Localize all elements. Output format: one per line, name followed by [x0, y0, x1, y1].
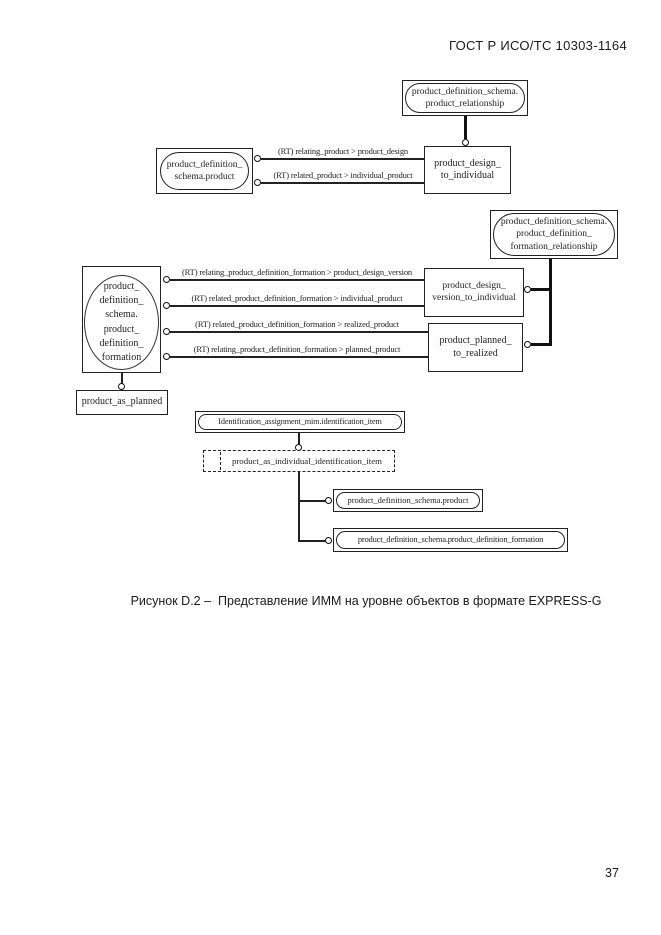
entity-formation-relationship-shape: product_definition_schema. product_defin…	[493, 213, 615, 256]
entity-pds-product-label: product_definition_ schema.product	[166, 159, 243, 182]
connector-formation-relationship-trunk	[549, 259, 552, 346]
connector-formation-to-planned	[531, 343, 552, 346]
figure-caption: Рисунок D.2 – Представление ИММ на уровн…	[130, 594, 602, 608]
entity-product-as-individual-identification-item-label: product_as_individual_identification_ite…	[231, 456, 382, 466]
entity-pds-formation-circle	[84, 275, 159, 370]
relation-label-relating-pdf-planned: (RT) relating_product_definition_formati…	[193, 344, 401, 354]
relation-label-related-product: (RT) related_product > individual_produc…	[273, 170, 413, 180]
connector-related-pdf-individual	[170, 305, 424, 307]
relation-label-relating-product: (RT) relating_product > product_design	[277, 146, 409, 156]
running-header: ГОСТ Р ИСО/ТС 10303-1164	[449, 38, 627, 53]
entity-identification-item-label: Identification_assignment_mim.identifica…	[218, 416, 382, 426]
circle-related-product	[254, 179, 261, 186]
connector-related-pdf-realized	[170, 331, 428, 333]
entity-pds-formation: product_ definition_ schema. product_ de…	[82, 266, 161, 373]
connector-select-trunk	[298, 472, 300, 541]
connector-relating-pdf-planned	[170, 356, 428, 358]
connector-relating-product	[261, 158, 424, 160]
entity-formation-relationship-label: product_definition_schema. product_defin…	[500, 216, 608, 252]
entity-product-relationship-shape: product_definition_schema. product_relat…	[405, 83, 525, 113]
circle-formation-to-version	[524, 286, 531, 293]
connector-formation-to-version	[531, 288, 552, 291]
entity-pds-product-full: product_definition_schema.product	[333, 489, 483, 512]
circle-select-to-product	[325, 497, 332, 504]
entity-pds-product-definition-formation-full-label: product_definition_schema.product_defini…	[357, 534, 544, 545]
connector-select-to-formation	[298, 540, 327, 542]
circle-relating-pdf-planned	[163, 353, 170, 360]
circle-relating-product	[254, 155, 261, 162]
circle-related-pdf-individual	[163, 302, 170, 309]
entity-product-as-individual-identification-item: product_as_individual_identification_ite…	[203, 450, 395, 472]
connector-related-product	[261, 182, 424, 184]
page-number: 37	[605, 866, 619, 880]
circle-formation-to-as-planned	[118, 383, 125, 390]
circle-relationship-to-design	[462, 139, 469, 146]
circle-formation-to-planned	[524, 341, 531, 348]
entity-pds-product: product_definition_ schema.product	[156, 148, 253, 194]
entity-identification-item: Identification_assignment_mim.identifica…	[195, 411, 405, 433]
entity-pds-product-definition-formation-full-shape: product_definition_schema.product_defini…	[336, 531, 565, 549]
connector-select-to-product	[298, 500, 327, 502]
circle-select-to-formation	[325, 537, 332, 544]
entity-product-design-version-to-individual: product_design_ version_to_individual	[424, 268, 524, 317]
circle-related-pdf-realized	[163, 328, 170, 335]
entity-pds-product-shape: product_definition_ schema.product	[160, 152, 249, 190]
relation-label-relating-pdf-version: (RT) relating_product_definition_formati…	[181, 267, 413, 277]
entity-product-planned-to-realized: product_planned_ to_realized	[428, 323, 523, 372]
relation-label-related-pdf-individual: (RT) related_product_definition_formatio…	[191, 293, 403, 303]
relation-label-related-pdf-realized: (RT) related_product_definition_formatio…	[195, 319, 399, 329]
select-type-divider	[220, 452, 221, 470]
entity-formation-relationship: product_definition_schema. product_defin…	[490, 210, 618, 259]
connector-relationship-to-design	[464, 116, 467, 139]
entity-identification-item-shape: Identification_assignment_mim.identifica…	[198, 414, 402, 430]
entity-product-relationship-label: product_definition_schema. product_relat…	[411, 86, 519, 109]
connector-formation-to-as-planned	[121, 373, 123, 384]
entity-product-design-to-individual: product_design_ to_individual	[424, 146, 511, 194]
circle-relating-pdf-version	[163, 276, 170, 283]
connector-relating-pdf-version	[170, 279, 424, 281]
entity-product-as-planned: product_as_planned	[76, 390, 168, 415]
entity-product-relationship: product_definition_schema. product_relat…	[402, 80, 528, 116]
entity-pds-product-full-shape: product_definition_schema.product	[336, 492, 480, 509]
entity-pds-product-full-label: product_definition_schema.product	[347, 494, 469, 505]
entity-pds-product-definition-formation-full: product_definition_schema.product_defini…	[333, 528, 568, 552]
entity-pds-formation-label: product_ definition_ schema. product_ de…	[99, 280, 144, 363]
connector-identification-to-select	[298, 433, 300, 445]
